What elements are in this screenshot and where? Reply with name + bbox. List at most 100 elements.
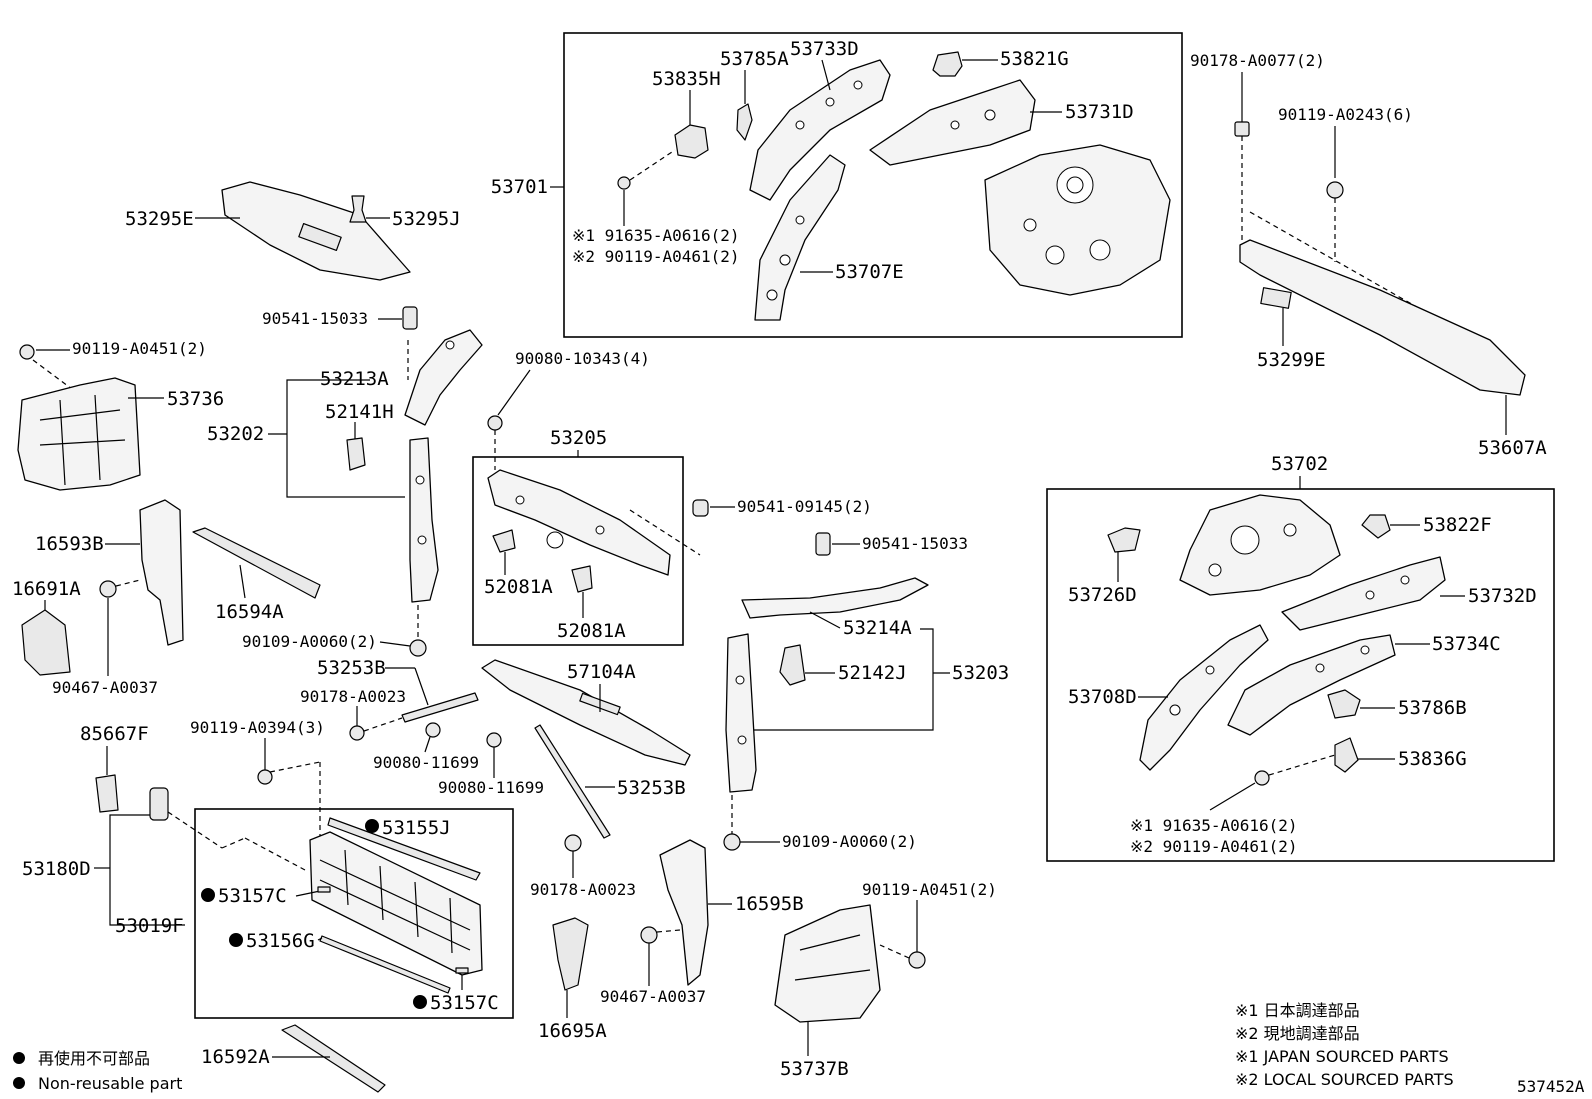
part-90178-a0023-nut-b[interactable] [564,834,582,852]
part-90119-a0451-bolt-b[interactable] [908,951,926,969]
part-16592a-seal[interactable] [281,1024,386,1093]
part-53733d-apron-upper[interactable] [749,59,891,201]
part-57104a-crossmember[interactable] [481,659,691,766]
part-53835h-bracket[interactable] [674,124,709,159]
label-53203: 53203 [952,662,1009,684]
part-16594a-seal[interactable] [192,527,321,599]
part-53708d-apron[interactable] [1139,624,1269,771]
part-53253b-rod-a[interactable] [401,692,479,723]
label-53253b-a: 53253B [317,657,386,679]
part-53607a-member[interactable] [1239,239,1526,396]
note-japan-bolt-b: ※1 91635-A0616(2) [1130,816,1298,835]
part-53736-side-cover[interactable] [17,377,141,491]
part-53702-wheelhouse-rh[interactable] [1179,494,1341,596]
part-53295j-clip[interactable] [349,195,367,223]
label-90178-a0077: 90178-A0077(2) [1190,51,1325,70]
label-53019f: 53019F [115,915,184,937]
part-90109-a0060-bolt-b[interactable] [723,833,741,851]
part-90080-10343-bolt[interactable] [487,415,503,431]
part-shutter-sensor[interactable] [149,787,169,821]
part-90119-a0394-bolt[interactable] [257,769,273,785]
label-53202: 53202 [207,423,264,445]
part-16595b-duct[interactable] [659,839,709,986]
part-52141h-bracket[interactable] [346,437,366,471]
part-90080-11699-bolt-b[interactable] [486,732,502,748]
label-52142j: 52142J [838,662,907,684]
part-53205-upper-support[interactable] [487,469,671,576]
part-53726d-bracket[interactable] [1107,527,1141,553]
legend-local-sourced-jp: ※2 現地調達部品 [1235,1024,1360,1043]
legend-nonreusable-jp: 再使用不可部品 [38,1049,150,1068]
part-16691a-duct[interactable] [21,609,71,676]
label-53785a: 53785A [720,48,789,70]
label-53836g: 53836G [1398,748,1467,770]
part-16593b-duct[interactable] [139,499,184,646]
part-53707e-apron-lower[interactable] [754,154,846,321]
label-53702: 53702 [1271,453,1328,475]
label-16695a: 16695A [538,1020,607,1042]
part-90541-09145-cushion[interactable] [692,499,709,517]
label-53786b: 53786B [1398,697,1467,719]
label-53295e: 53295E [125,208,194,230]
label-90109-a0060-b: 90109-A0060(2) [782,832,917,851]
label-90119-a0451-a: 90119-A0451(2) [72,339,207,358]
part-85667f-bracket[interactable] [95,774,119,813]
part-53734c-apron[interactable] [1227,634,1396,736]
label-90467-a0037-b: 90467-A0037 [600,987,706,1006]
label-53737b: 53737B [780,1058,849,1080]
label-53214a: 53214A [843,617,912,639]
part-90467-a0037-clip-a[interactable] [99,580,117,598]
part-53737b-side-cover[interactable] [774,904,881,1023]
part-53785a-bracket[interactable] [736,103,753,141]
label-90541-15033-a: 90541-15033 [262,309,368,328]
label-52081a-b: 52081A [557,620,626,642]
part-53214a-bracket[interactable] [741,577,929,619]
label-90109-a0060-a: 90109-A0060(2) [242,632,377,651]
part-90178-a0023-nut-a[interactable] [349,725,365,741]
label-53822f: 53822F [1423,514,1492,536]
part-16695a-duct[interactable] [552,917,589,991]
part-90080-11699-bolt-a[interactable] [425,722,441,738]
label-53736: 53736 [167,388,224,410]
diagram-id: 537452A [1517,1077,1585,1096]
part-front-wheelhouse[interactable] [984,144,1171,296]
label-53299e: 53299E [1257,349,1326,371]
note-japan-bolt-a: ※1 91635-A0616(2) [572,226,740,245]
label-90080-10343: 90080-10343(4) [515,349,650,368]
legend-japan-sourced-jp: ※1 日本調達部品 [1235,1001,1360,1020]
part-52081a-bracket-a[interactable] [492,529,516,553]
label-90178-a0023-a: 90178-A0023 [300,687,406,706]
part-53836g-bracket[interactable] [1334,737,1359,773]
part-52142j-bracket[interactable] [779,644,806,686]
label-53157c-b: 53157C [430,992,499,1014]
label-90119-a0243: 90119-A0243(6) [1278,105,1413,124]
note-local-bolt-a: ※2 90119-A0461(2) [572,247,740,266]
part-53202-support[interactable] [409,437,439,603]
part-53299e-pad[interactable] [1260,287,1292,309]
part-90178-a0077-nut[interactable] [1234,121,1250,137]
part-90541-15033-cushion-a[interactable] [402,306,418,330]
part-53203-support[interactable] [725,633,757,793]
part-53732d-member[interactable] [1281,556,1446,631]
part-90541-15033-cushion-b[interactable] [815,532,831,556]
label-53155j: 53155J [382,817,451,839]
part-53155j-seal[interactable] [327,817,481,881]
part-90467-a0037-clip-b[interactable] [640,926,658,944]
label-90541-15033-b: 90541-15033 [862,534,968,553]
part-90119-a0451-bolt-a[interactable] [19,344,35,360]
group-box-53019F [194,808,514,1019]
part-53019f-shutter-grille[interactable] [309,831,483,976]
label-90119-a0451-b: 90119-A0451(2) [862,880,997,899]
legend-nonreusable-en: Non-reusable part [38,1074,182,1093]
part-53253b-rod-b[interactable] [534,724,611,839]
label-53295j: 53295J [392,208,461,230]
part-53213a-bracket[interactable] [404,329,483,426]
part-52081a-bracket-b[interactable] [571,565,593,593]
part-53786b-bracket[interactable] [1327,689,1361,719]
part-53821g-clip[interactable] [932,51,963,77]
label-53707e: 53707E [835,261,904,283]
part-90109-a0060-bolt-a[interactable] [409,639,427,657]
label-53701: 53701 [491,176,548,198]
part-53822f-clip[interactable] [1361,514,1391,539]
part-90119-a0243-bolt[interactable] [1326,181,1344,199]
